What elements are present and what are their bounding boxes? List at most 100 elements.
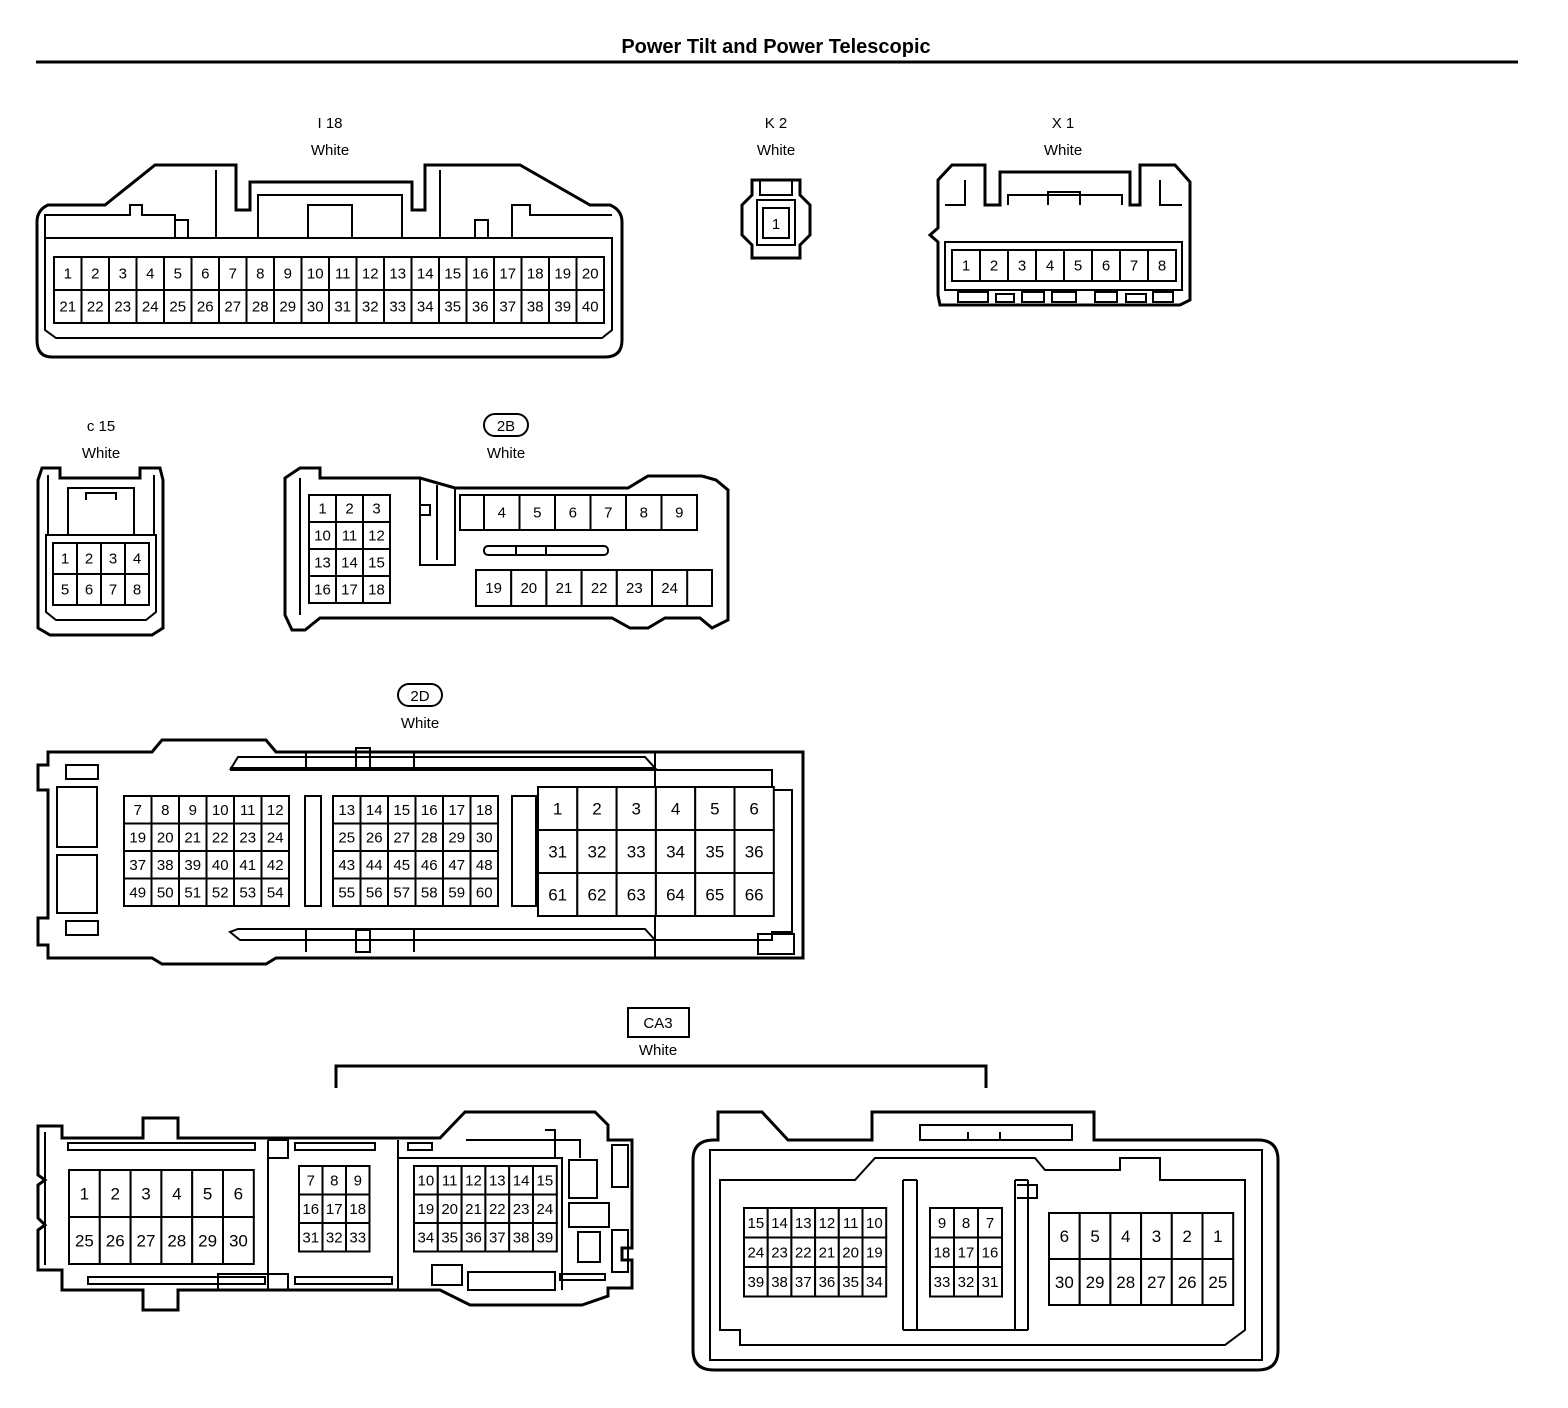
pin	[332, 877, 362, 907]
pin-label: 38	[513, 1229, 530, 1246]
housing-detail	[709, 1124, 1263, 1361]
pin-label: 33	[934, 1274, 951, 1291]
pin-label: 25	[1208, 1273, 1227, 1292]
pin-label: 30	[476, 829, 493, 846]
pin-label: 25	[169, 299, 186, 316]
pin	[1201, 1212, 1235, 1260]
pin-label: 26	[366, 829, 383, 846]
pin	[190, 289, 220, 324]
pin-label: 5	[61, 582, 69, 599]
pin-label: 10	[307, 266, 324, 283]
pin-label: 19	[418, 1201, 435, 1218]
pin	[80, 256, 110, 291]
pin-label: 12	[368, 528, 385, 545]
pin	[651, 569, 689, 607]
pin	[483, 494, 521, 531]
pin	[222, 1216, 255, 1265]
pin-label: 38	[771, 1274, 788, 1291]
pin-label: 17	[958, 1244, 975, 1261]
pin-label: 20	[842, 1244, 859, 1261]
pin-label: 22	[591, 580, 608, 597]
connector-housing	[36, 738, 805, 966]
pin-label: 9	[675, 505, 683, 522]
connector-code: K 2	[765, 115, 788, 132]
pin-label: 29	[448, 829, 465, 846]
pin-label: 46	[421, 857, 438, 874]
pin-label: 4	[146, 266, 154, 283]
pin-label: 37	[489, 1229, 506, 1246]
pin-label: 27	[137, 1232, 156, 1251]
pin	[493, 289, 523, 324]
pin	[1091, 249, 1121, 282]
connector-code: 2D	[410, 688, 429, 705]
pin-label: 19	[554, 266, 571, 283]
pin	[694, 872, 736, 917]
connector-housing	[35, 163, 624, 359]
latch	[757, 933, 795, 955]
connector-color: White	[401, 715, 439, 732]
pin-label: 65	[705, 886, 724, 905]
pin-label: 7	[109, 582, 117, 599]
pin	[548, 289, 578, 324]
pin-label: 4	[172, 1185, 181, 1204]
pin	[178, 822, 208, 852]
pin-label: 66	[745, 886, 764, 905]
connector-color: White	[487, 445, 525, 462]
pin-label: 64	[666, 886, 685, 905]
pin-label: 7	[1130, 258, 1138, 275]
pin-label: 14	[366, 802, 383, 819]
pin	[53, 289, 83, 324]
pin-label: 1	[80, 1185, 89, 1204]
pin	[537, 872, 579, 917]
pin-label: 57	[393, 884, 410, 901]
connector-housing	[927, 163, 1192, 307]
latch	[568, 1202, 610, 1228]
pin-label: 36	[472, 299, 489, 316]
pin	[359, 877, 389, 907]
pin-label: 3	[632, 800, 641, 819]
pin-label: 6	[569, 505, 577, 522]
connector-color: White	[1044, 142, 1082, 159]
housing-detail	[44, 1129, 606, 1291]
pin-label: 15	[393, 802, 410, 819]
pin-label: 23	[239, 829, 256, 846]
latch	[56, 786, 98, 848]
pin-label: 30	[1055, 1273, 1074, 1292]
pin-label: 1	[1213, 1227, 1222, 1246]
connector-code: CA3	[643, 1015, 672, 1032]
pin	[68, 1216, 101, 1265]
pin-label: 13	[314, 555, 331, 572]
connector-color: White	[82, 445, 120, 462]
pin-label: 58	[421, 884, 438, 901]
pin-label: 1	[61, 551, 69, 568]
pin-label: 4	[671, 800, 680, 819]
pin	[53, 256, 83, 291]
pin-label: 28	[167, 1232, 186, 1251]
pin-label: 32	[958, 1274, 975, 1291]
pin	[233, 822, 263, 852]
latch	[611, 1144, 629, 1188]
pin-label: 25	[75, 1232, 94, 1251]
pin-label: 7	[986, 1215, 994, 1232]
pin-label: 23	[114, 299, 131, 316]
pin	[510, 569, 548, 607]
pin	[335, 548, 364, 577]
pin-label: 34	[417, 299, 434, 316]
pin	[576, 872, 618, 917]
pin-label: 16	[421, 802, 438, 819]
pin-label: 35	[705, 843, 724, 862]
pin-label: 56	[366, 884, 383, 901]
pin-label: 44	[366, 857, 383, 874]
pin-label: 2	[110, 1185, 119, 1204]
connector-housing	[283, 466, 730, 632]
pin-label: 18	[476, 802, 493, 819]
pin-label: 26	[197, 299, 214, 316]
connector-housing	[36, 466, 165, 637]
pin-label: 19	[129, 829, 146, 846]
blank-cell	[686, 569, 713, 607]
pin-label: 29	[279, 299, 296, 316]
